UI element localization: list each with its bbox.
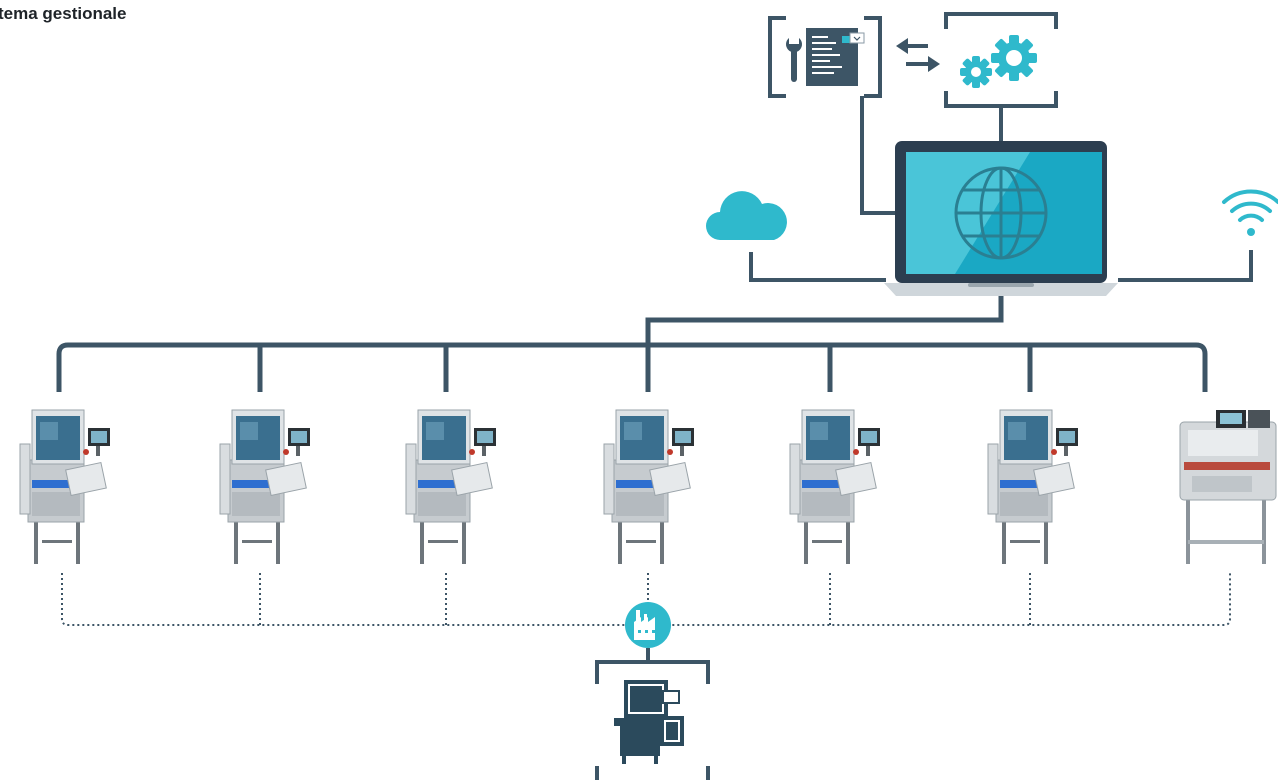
- settings-panel: [944, 12, 1058, 108]
- diagram-title: tema gestionale: [0, 4, 127, 23]
- large-gear-icon: [991, 35, 1037, 81]
- exchange-arrows-icon: [896, 38, 940, 72]
- document-icon: [806, 28, 858, 86]
- wrench-icon: [785, 38, 802, 82]
- machines-row: [19, 409, 1277, 564]
- machine-1: [19, 409, 110, 564]
- dropdown-icon: [849, 32, 865, 44]
- network-bus: [56, 296, 1208, 392]
- globe-icon: [954, 166, 1048, 260]
- factory-icon: [625, 602, 671, 648]
- machine-5: [789, 409, 880, 564]
- local-network-dotted: [61, 573, 1231, 626]
- config-panel: [768, 16, 882, 98]
- top-connectors: [860, 96, 1003, 215]
- machine-3: [405, 409, 496, 564]
- machine-silhouette-icon: [614, 680, 684, 764]
- machine-6: [987, 409, 1078, 564]
- cloud-icon: [706, 191, 787, 240]
- machine-2: [219, 409, 310, 564]
- side-connectors: [749, 250, 1253, 282]
- machine-4: [603, 409, 694, 564]
- small-gear-icon: [960, 56, 992, 88]
- local-station: [595, 660, 710, 780]
- machine-7: [1179, 410, 1277, 564]
- wifi-icon: [1222, 189, 1278, 236]
- laptop-icon: [884, 141, 1118, 296]
